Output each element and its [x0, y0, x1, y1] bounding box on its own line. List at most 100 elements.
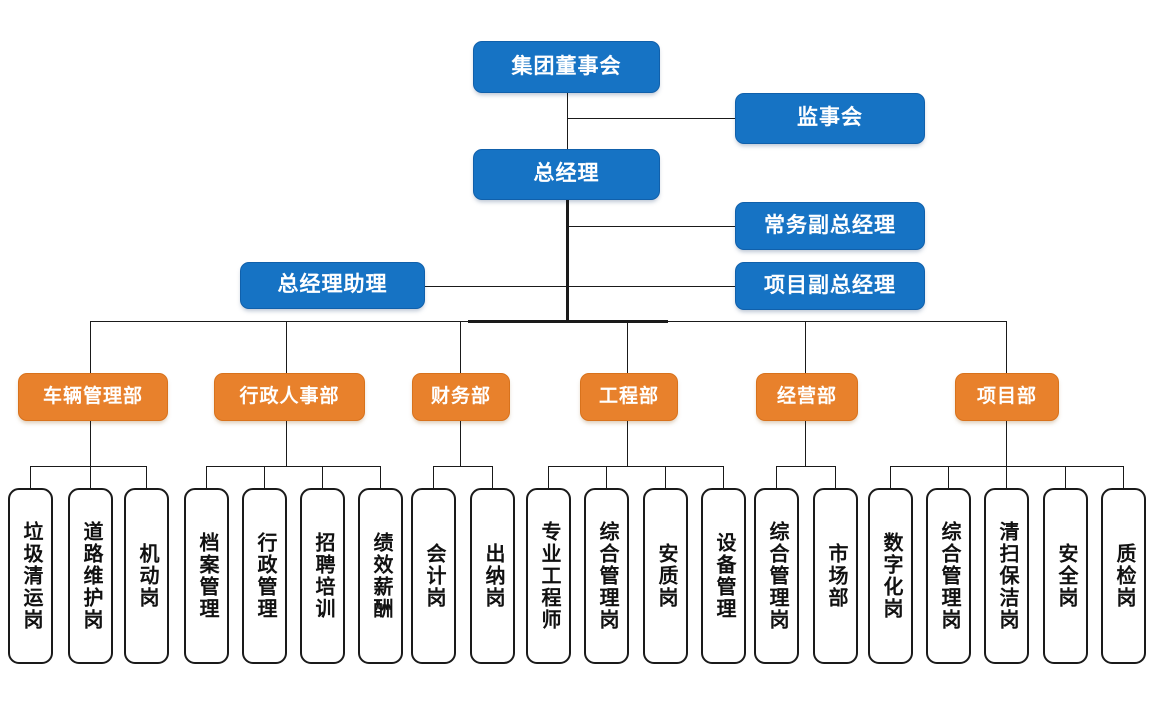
node-position-quality-inspection[interactable]: 质检岗 — [1101, 488, 1146, 664]
node-label: 综合管理岗 — [596, 521, 618, 631]
node-supervisory-board[interactable]: 监事会 — [735, 93, 925, 144]
connector-leg-project-2 — [948, 466, 949, 488]
connector-leg-project-4 — [1065, 466, 1066, 488]
node-label: 安全岗 — [1055, 543, 1077, 609]
department-distributor-bar-center — [468, 320, 668, 323]
node-position-recruitment-training[interactable]: 招聘培训 — [300, 488, 345, 664]
node-position-accountant[interactable]: 会计岗 — [411, 488, 456, 664]
connector-leg-vehicle-2 — [90, 466, 91, 488]
connector-leg-finance-1 — [433, 466, 434, 488]
connector-stem-engineering — [627, 421, 628, 466]
connector-bar-project — [890, 466, 1124, 467]
connector-leg-engineering-4 — [723, 466, 724, 488]
node-label: 总经理助理 — [277, 273, 388, 297]
node-board-of-directors[interactable]: 集团董事会 — [473, 41, 660, 93]
node-department-engineering[interactable]: 工程部 — [580, 373, 678, 421]
node-label: 机动岗 — [136, 543, 158, 609]
node-position-marketing[interactable]: 市场部 — [813, 488, 858, 664]
connector-drop-project-dept — [1006, 321, 1007, 373]
connector-leg-adminhr-2 — [264, 466, 265, 488]
node-label: 专业工程师 — [538, 521, 560, 631]
connector-stem-operations — [805, 421, 806, 466]
node-position-mobile-duty[interactable]: 机动岗 — [124, 488, 169, 664]
connector-leg-adminhr-3 — [322, 466, 323, 488]
connector-stem-vehicle — [90, 421, 91, 466]
node-position-operations-general-management[interactable]: 综合管理岗 — [754, 488, 799, 664]
node-label: 数字化岗 — [880, 532, 902, 620]
connector-gm-trunk — [566, 200, 569, 323]
connector-leg-project-1 — [890, 466, 891, 488]
node-position-safety[interactable]: 安全岗 — [1043, 488, 1088, 664]
connector-leg-adminhr-4 — [380, 466, 381, 488]
node-department-project[interactable]: 项目部 — [955, 373, 1059, 421]
node-department-vehicle-management[interactable]: 车辆管理部 — [18, 373, 168, 421]
connector-gm-to-executive-deputy — [567, 226, 735, 227]
node-label: 车辆管理部 — [42, 386, 143, 408]
node-position-road-maintenance[interactable]: 道路维护岗 — [68, 488, 113, 664]
connector-gm-stem-to-supervisory — [567, 118, 735, 119]
node-executive-deputy-gm[interactable]: 常务副总经理 — [735, 202, 925, 250]
connector-stem-finance — [460, 421, 461, 466]
node-label: 垃圾清运岗 — [20, 521, 42, 631]
node-label: 招聘培训 — [312, 532, 334, 620]
node-position-project-general-management[interactable]: 综合管理岗 — [926, 488, 971, 664]
connector-drop-operations-dept — [805, 321, 806, 373]
node-label: 行政人事部 — [239, 386, 340, 408]
connector-drop-finance-dept — [460, 321, 461, 373]
connector-leg-finance-2 — [492, 466, 493, 488]
connector-bar-adminhr — [206, 466, 381, 467]
connector-drop-admin-hr-dept — [286, 321, 287, 373]
node-label: 经营部 — [776, 386, 837, 408]
node-department-finance[interactable]: 财务部 — [412, 373, 510, 421]
node-department-operations[interactable]: 经营部 — [756, 373, 858, 421]
node-position-equipment-management[interactable]: 设备管理 — [701, 488, 746, 664]
node-gm-assistant[interactable]: 总经理助理 — [240, 262, 425, 309]
node-position-digitalization[interactable]: 数字化岗 — [868, 488, 913, 664]
node-position-performance-compensation[interactable]: 绩效薪酬 — [358, 488, 403, 664]
node-label: 工程部 — [598, 386, 659, 408]
connector-bar-operations — [776, 466, 836, 467]
node-label: 综合管理岗 — [938, 521, 960, 631]
node-label: 项目副总经理 — [764, 273, 896, 297]
connector-leg-engineering-1 — [548, 466, 549, 488]
node-label: 市场部 — [825, 543, 847, 609]
connector-bar-finance — [433, 466, 493, 467]
node-position-professional-engineer[interactable]: 专业工程师 — [526, 488, 571, 664]
connector-bar-vehicle — [30, 466, 146, 467]
connector-drop-engineering-dept — [627, 321, 628, 373]
node-label: 清扫保洁岗 — [996, 521, 1018, 631]
connector-leg-vehicle-1 — [30, 466, 31, 488]
node-position-administration[interactable]: 行政管理 — [242, 488, 287, 664]
node-project-deputy-gm[interactable]: 项目副总经理 — [735, 262, 925, 310]
node-general-manager[interactable]: 总经理 — [473, 149, 660, 200]
node-label: 总经理 — [533, 162, 600, 186]
connector-leg-engineering-3 — [665, 466, 666, 488]
node-label: 质检岗 — [1113, 543, 1135, 609]
node-label: 综合管理岗 — [766, 521, 788, 631]
node-label: 出纳岗 — [482, 543, 504, 609]
node-label: 道路维护岗 — [80, 521, 102, 631]
node-label: 项目部 — [976, 386, 1037, 408]
connector-board-to-gm — [567, 93, 568, 149]
connector-gm-to-project-deputy — [567, 286, 735, 287]
node-position-engineering-general-management[interactable]: 综合管理岗 — [584, 488, 629, 664]
node-department-admin-hr[interactable]: 行政人事部 — [214, 373, 365, 421]
node-label: 监事会 — [797, 106, 863, 130]
node-label: 常务副总经理 — [764, 213, 896, 237]
node-position-waste-transport[interactable]: 垃圾清运岗 — [8, 488, 53, 664]
connector-leg-vehicle-3 — [146, 466, 147, 488]
node-position-records-management[interactable]: 档案管理 — [184, 488, 229, 664]
node-label: 设备管理 — [713, 532, 735, 620]
connector-stem-adminhr — [286, 421, 287, 466]
node-position-cashier[interactable]: 出纳岗 — [470, 488, 515, 664]
node-position-cleaning-sanitation[interactable]: 清扫保洁岗 — [984, 488, 1029, 664]
connector-leg-engineering-2 — [606, 466, 607, 488]
node-position-safety-quality[interactable]: 安质岗 — [643, 488, 688, 664]
node-label: 档案管理 — [196, 532, 218, 620]
node-label: 集团董事会 — [511, 54, 622, 78]
connector-drop-vehicle-dept — [90, 321, 91, 373]
node-label: 会计岗 — [423, 543, 445, 609]
connector-leg-adminhr-1 — [206, 466, 207, 488]
connector-bar-engineering — [548, 466, 724, 467]
